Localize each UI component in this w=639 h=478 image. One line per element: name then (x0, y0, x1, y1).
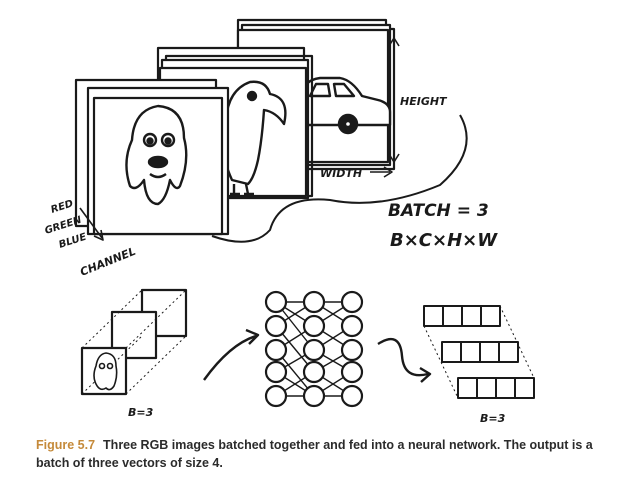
height-arrow (388, 37, 400, 163)
batch-label: BATCH = 3 (388, 201, 489, 221)
channel-arrow (79, 207, 104, 241)
figure-caption-text: Three RGB images batched together and fe… (36, 438, 593, 470)
neural-network (264, 290, 364, 408)
mini-dog-drawing (93, 352, 118, 391)
input-batch-volume (80, 288, 188, 396)
dog-drawing (125, 104, 188, 206)
width-arrow (370, 166, 393, 178)
output-vector-1 (423, 305, 501, 327)
output-vector-3 (457, 377, 535, 399)
batch-connector-curve (211, 114, 468, 243)
input-batch-size-label: B=3 (128, 406, 154, 419)
channel-label: CHANNEL (78, 245, 137, 279)
width-label: WIDTH (320, 167, 362, 180)
figure-label: Figure 5.7 (36, 438, 96, 452)
output-batch-size-label: B=3 (480, 412, 506, 425)
input-to-network-arrow (203, 328, 260, 381)
channel-blue-label: BLUE (58, 232, 89, 251)
dims-label: B×C×H×W (390, 230, 498, 251)
channel-red-label: RED (50, 198, 75, 216)
output-vectors (423, 305, 535, 399)
height-label: HEIGHT (400, 95, 448, 108)
output-vector-2 (441, 341, 519, 363)
car-drawing (298, 76, 392, 135)
network-to-output-arrow (377, 337, 432, 383)
dog-image-stack (74, 78, 230, 236)
